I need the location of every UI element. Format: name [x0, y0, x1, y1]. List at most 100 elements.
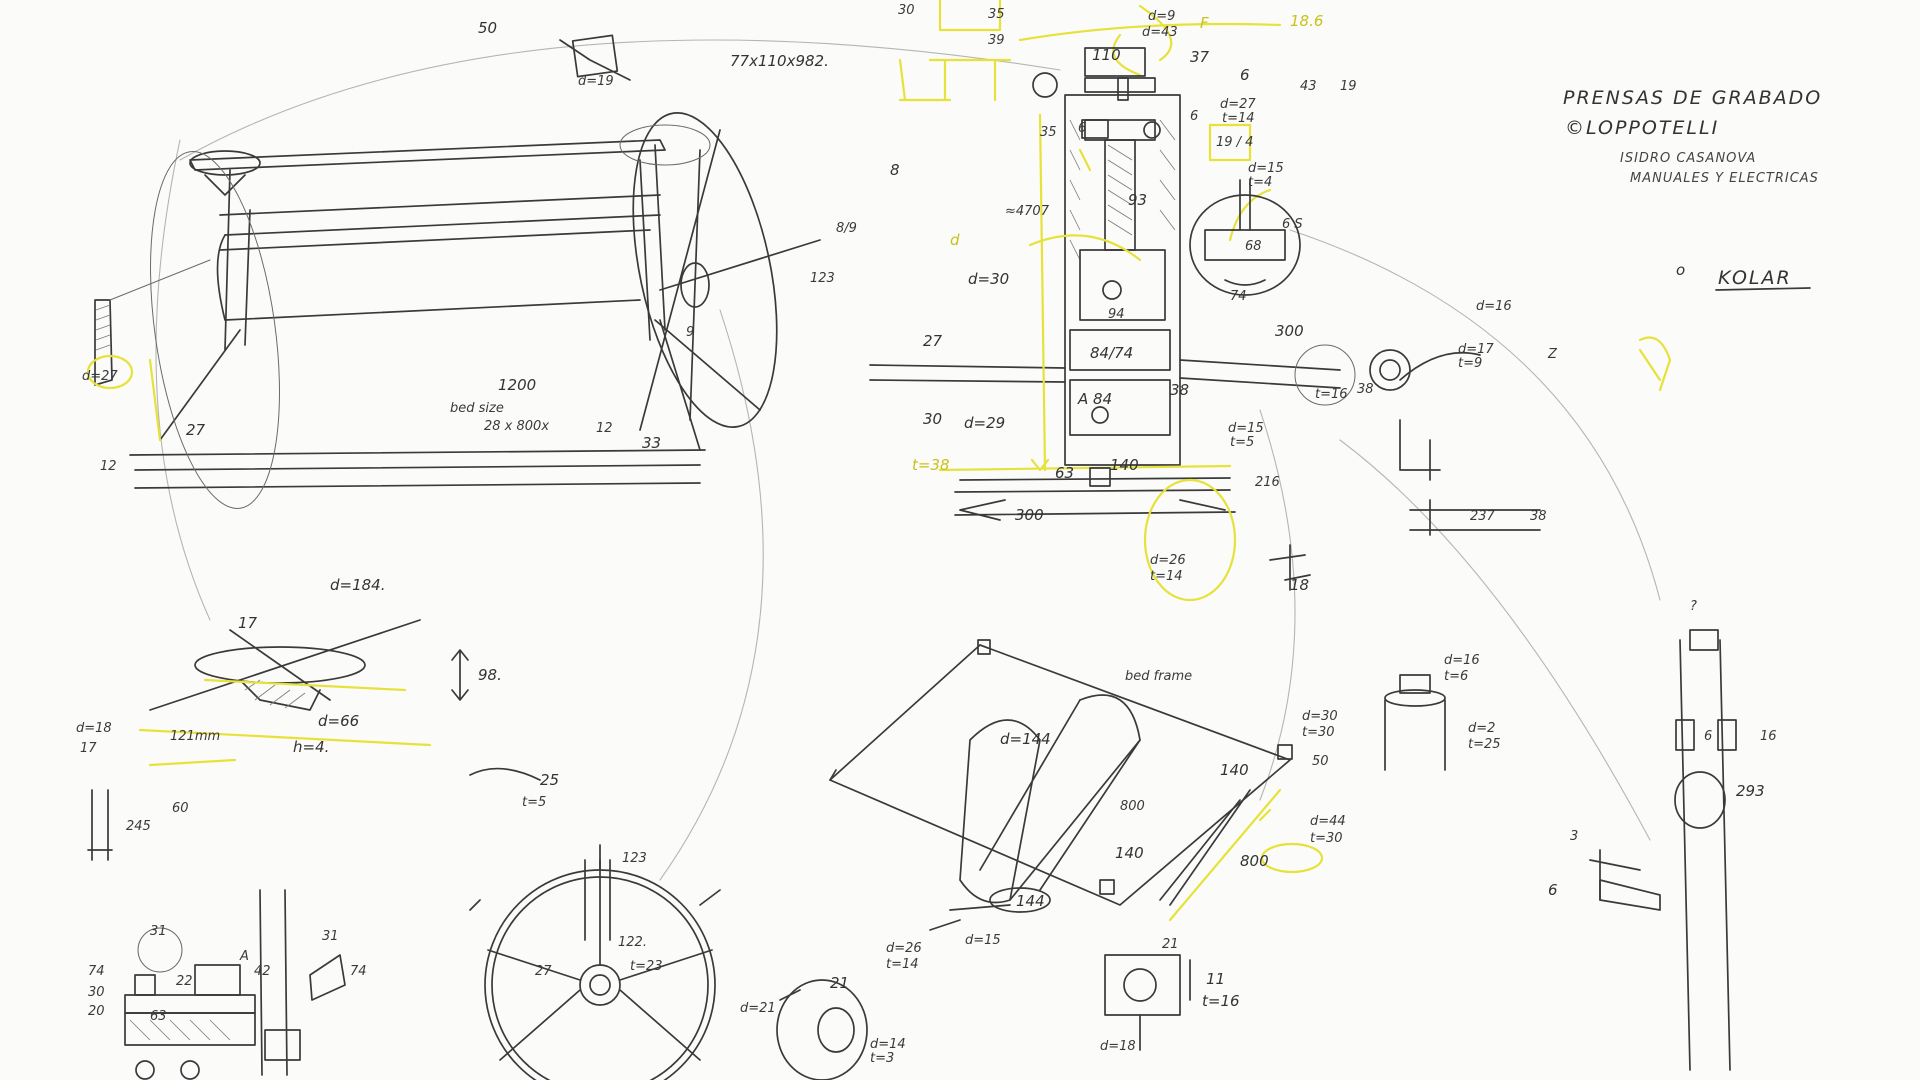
- hub-mark-label: 9: [686, 325, 694, 340]
- hub-n245-label: 245: [126, 819, 151, 834]
- construction-arc-right: [1289, 229, 1661, 601]
- bed-t30b-label: t=30: [1302, 725, 1335, 740]
- bed-d144-label: d=144: [1000, 730, 1051, 748]
- r-6-label: 6: [1190, 109, 1198, 124]
- bottom-63-label: 63: [1055, 464, 1074, 482]
- bolt-t16-small-label: t=16: [1202, 992, 1240, 1010]
- handwheel-sketch: [469, 844, 868, 1080]
- bed-144-label: 144: [1016, 892, 1045, 910]
- bolt-d18-label: d=18: [1100, 1039, 1136, 1054]
- l-30-label: 30: [923, 410, 942, 428]
- post-t25-label: t=25: [1468, 737, 1501, 752]
- model-name: KOLAR: [1718, 267, 1792, 289]
- post-d2-label: d=2: [1468, 721, 1495, 736]
- r-19-4-label: 19 / 4: [1216, 135, 1253, 150]
- r-t4-label: t=4: [1248, 175, 1272, 190]
- r-t14-label: t=14: [1222, 111, 1255, 126]
- upright-6-label: 6: [1704, 729, 1712, 744]
- r-yellow-box: [1208, 123, 1252, 162]
- bed-d30-label: d=30: [1302, 709, 1338, 724]
- bed-t14-label: t=14: [886, 957, 919, 972]
- wheel-123-label: 123: [810, 271, 835, 286]
- l-t38-label: t=38: [912, 456, 950, 474]
- l-35-label: 35: [1040, 125, 1057, 140]
- right-237-label: 237: [1470, 509, 1496, 524]
- bed-800b-label: 800: [1240, 852, 1269, 870]
- bl-31b-label: 31: [322, 929, 339, 944]
- tl-6-label: 6: [1240, 66, 1250, 84]
- l-4707-label: ≈4707: [1005, 204, 1050, 219]
- wheel-t3-label: t=3: [870, 1051, 894, 1066]
- right-12-label: 12: [596, 421, 613, 436]
- roller-label-d19: d=19: [578, 74, 614, 89]
- foot-highlight: [86, 354, 134, 390]
- top-yellow-dims: [898, 0, 1282, 242]
- side-300-label: 300: [1275, 322, 1304, 340]
- bolt-detail: [1294, 344, 1541, 536]
- foot-d-label: d=27: [82, 369, 118, 384]
- bolt-d16-label: d=16: [1476, 299, 1512, 314]
- top-30-label: 30: [898, 3, 915, 18]
- tl-43-label: 43: [1300, 79, 1317, 94]
- title-line1: PRENSAS DE GRABADO: [1563, 87, 1822, 109]
- model-bullet: o: [1676, 261, 1685, 279]
- tl-19-label: 19: [1340, 79, 1357, 94]
- r-detail-circle: [1189, 194, 1301, 296]
- bolt-t5-label: t=5: [1230, 435, 1254, 450]
- mid-84-74-label: 84/74: [1090, 344, 1133, 362]
- model-underline: [1715, 287, 1811, 291]
- nut-d26-label: d=26: [1150, 553, 1186, 568]
- wheel-122-label: 122.: [618, 935, 647, 950]
- top-18-6-label: 18.6: [1290, 12, 1323, 30]
- bed-note-label: bed size: [450, 401, 504, 416]
- construction-arc-mid: [659, 309, 764, 881]
- hub-h4-label: h=4.: [293, 738, 329, 756]
- wheel-t23-label: t=23: [630, 959, 663, 974]
- r-d15-label: d=15: [1248, 161, 1284, 176]
- r-74-label: 74: [1230, 289, 1247, 304]
- bed-frame-label: bed frame: [1125, 669, 1192, 684]
- left-27-label: 27: [186, 421, 206, 439]
- top-block: [1084, 47, 1146, 77]
- bolt-d15-label: d=15: [1228, 421, 1264, 436]
- upright-3-label: 3: [1570, 829, 1578, 844]
- side-elevation-sketch: [869, 47, 1341, 602]
- bed-size-label: 28 x 800x: [484, 419, 549, 434]
- bl-63-label: 63: [150, 1009, 167, 1024]
- bed-frame-sketch: [829, 639, 1324, 931]
- title-line3: ISIDRO CASANOVA: [1620, 151, 1756, 166]
- l-d30-label: d=30: [968, 270, 1009, 288]
- bed-800-label: 800: [1120, 799, 1145, 814]
- bolt-21-label: 21: [1162, 937, 1179, 952]
- construction-arc-top: [179, 39, 1061, 161]
- hub-n60-label: 60: [172, 801, 189, 816]
- bed-value-label: 1200: [498, 376, 536, 394]
- title-line4: MANUALES Y ELECTRICAS: [1630, 171, 1819, 186]
- bolt-t9-label: t=9: [1458, 356, 1482, 371]
- wheel-814-label: 8/9: [836, 221, 857, 236]
- roller-dims-label: 77x110x982.: [730, 52, 829, 70]
- upright-293-label: 293: [1736, 782, 1765, 800]
- mid-84-low-label: A 84: [1077, 390, 1112, 408]
- construction-arc-left: [155, 139, 211, 621]
- mid-94-label: 94: [1108, 307, 1125, 322]
- bed-50-label: 50: [1312, 754, 1329, 769]
- top-37-label: 37: [1190, 48, 1210, 66]
- roller-frame-sketch: [86, 34, 821, 509]
- top-35-label: 35: [988, 7, 1005, 22]
- bed-140b-label: 140: [1115, 844, 1144, 862]
- roller-label-50: 50: [478, 19, 497, 37]
- post-d16-label: d=16: [1444, 653, 1480, 668]
- bed-t30-label: t=30: [1310, 831, 1343, 846]
- wheel-d21-label: d=21: [740, 1001, 776, 1016]
- roller-end-top: [189, 150, 261, 176]
- l-d29-label: d=29: [964, 414, 1005, 432]
- nut-18-label: 18: [1290, 576, 1309, 594]
- bolt-t16-label: t=16: [1315, 387, 1348, 402]
- bl-42-label: 42: [254, 964, 271, 979]
- r-68-label: 68: [1245, 239, 1262, 254]
- hub-n17-label: 17: [80, 741, 97, 756]
- nut-highlight: [1143, 478, 1237, 602]
- bed-d44-label: d=44: [1310, 814, 1346, 829]
